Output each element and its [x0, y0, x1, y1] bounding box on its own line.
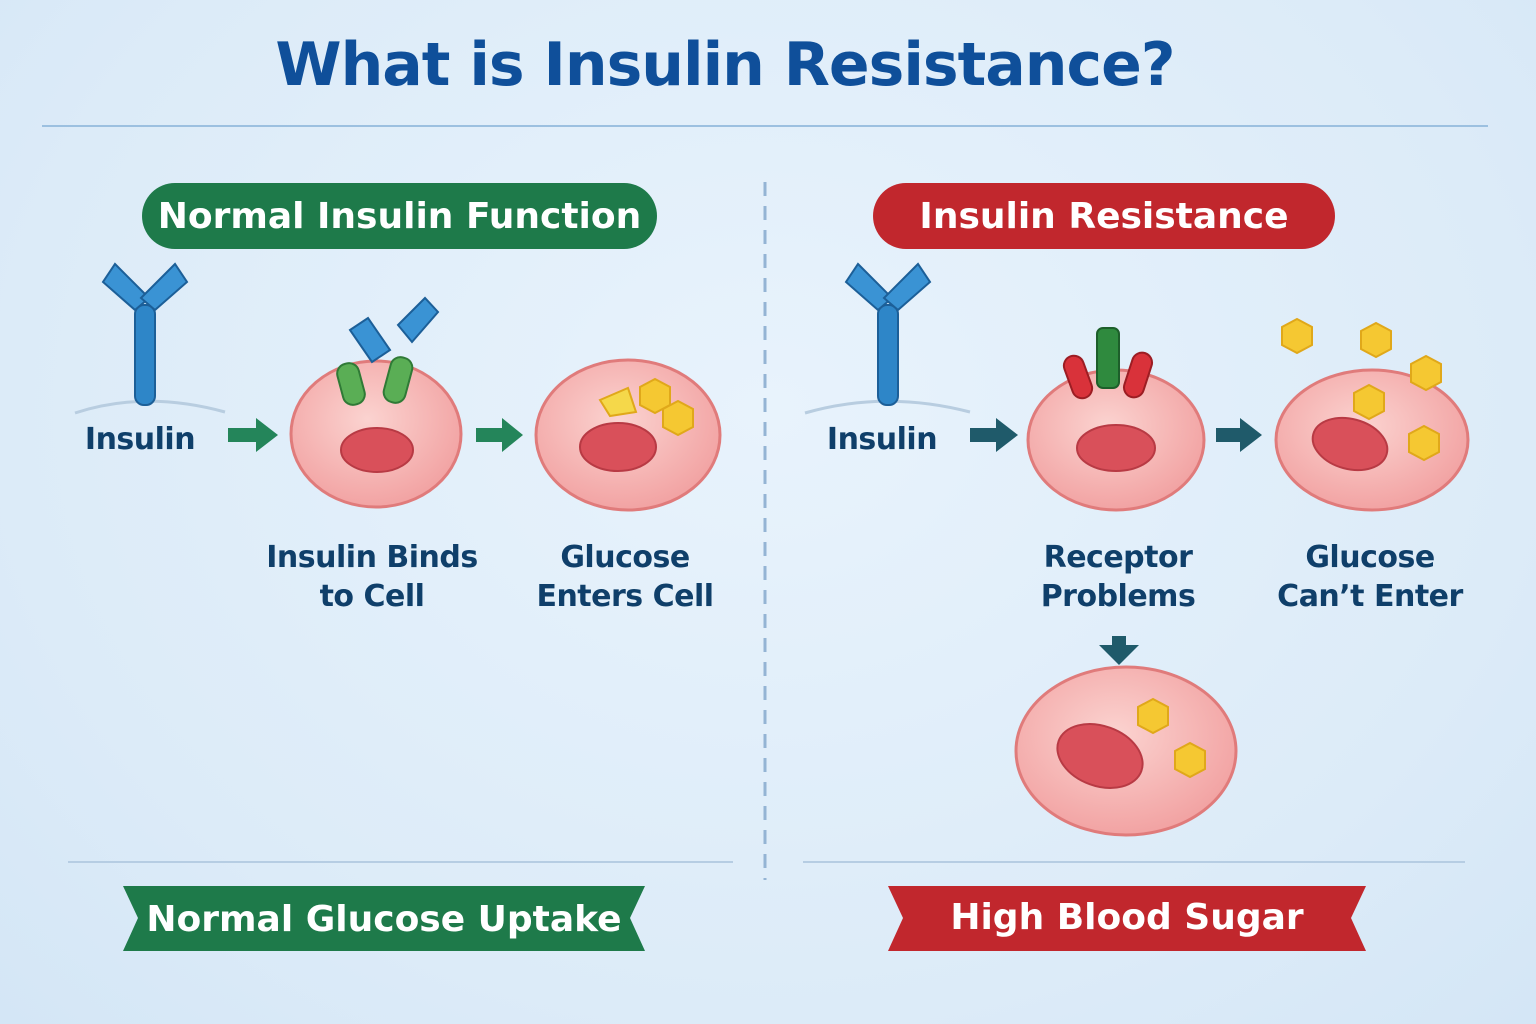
normal-function-heading: Normal Insulin Function: [142, 183, 657, 249]
step-label-enters: Glucose Enters Cell: [505, 538, 745, 616]
page-title: What is Insulin Resistance?: [275, 30, 1175, 100]
arrow-icon: [476, 418, 523, 452]
label-line: Receptor: [1043, 540, 1193, 575]
label-line: to Cell: [319, 579, 425, 614]
insulin-antibody-icon: [102, 263, 188, 406]
step-label-receptor: Receptor Problems: [998, 538, 1238, 616]
normal-banner-shape: [123, 886, 645, 951]
normal-glucose-uptake-banner: Normal Glucose Uptake: [146, 898, 622, 940]
insulin-antibody-icon: [845, 263, 931, 406]
insulin-label: Insulin: [84, 422, 196, 457]
label-line: Insulin Binds: [266, 540, 478, 575]
resistance-banner-shape: [888, 886, 1366, 951]
insulin-resistance-heading: Insulin Resistance: [873, 183, 1335, 249]
step-label-cant-enter: Glucose Can’t Enter: [1250, 538, 1490, 616]
label-line: Can’t Enter: [1277, 579, 1463, 614]
label-line: Enters Cell: [536, 579, 714, 614]
label-line: Glucose: [1305, 540, 1435, 575]
arrow-icon: [1216, 418, 1262, 452]
arrow-icon: [970, 418, 1018, 452]
cell-high-sugar-icon: [1014, 665, 1238, 837]
insulin-label: Insulin: [826, 422, 938, 457]
step-label-binds: Insulin Binds to Cell: [252, 538, 492, 616]
high-blood-sugar-banner: High Blood Sugar: [950, 896, 1304, 938]
cell-with-blocked-receptors-icon: [1026, 327, 1206, 512]
cell-with-glucose-icon: [534, 358, 722, 512]
arrow-icon: [228, 418, 278, 452]
cell-glucose-outside-icon: [1274, 318, 1470, 512]
label-line: Problems: [1040, 579, 1196, 614]
cell-icon: [289, 296, 463, 509]
arrow-down-icon: [1099, 636, 1139, 665]
label-line: Glucose: [560, 540, 690, 575]
